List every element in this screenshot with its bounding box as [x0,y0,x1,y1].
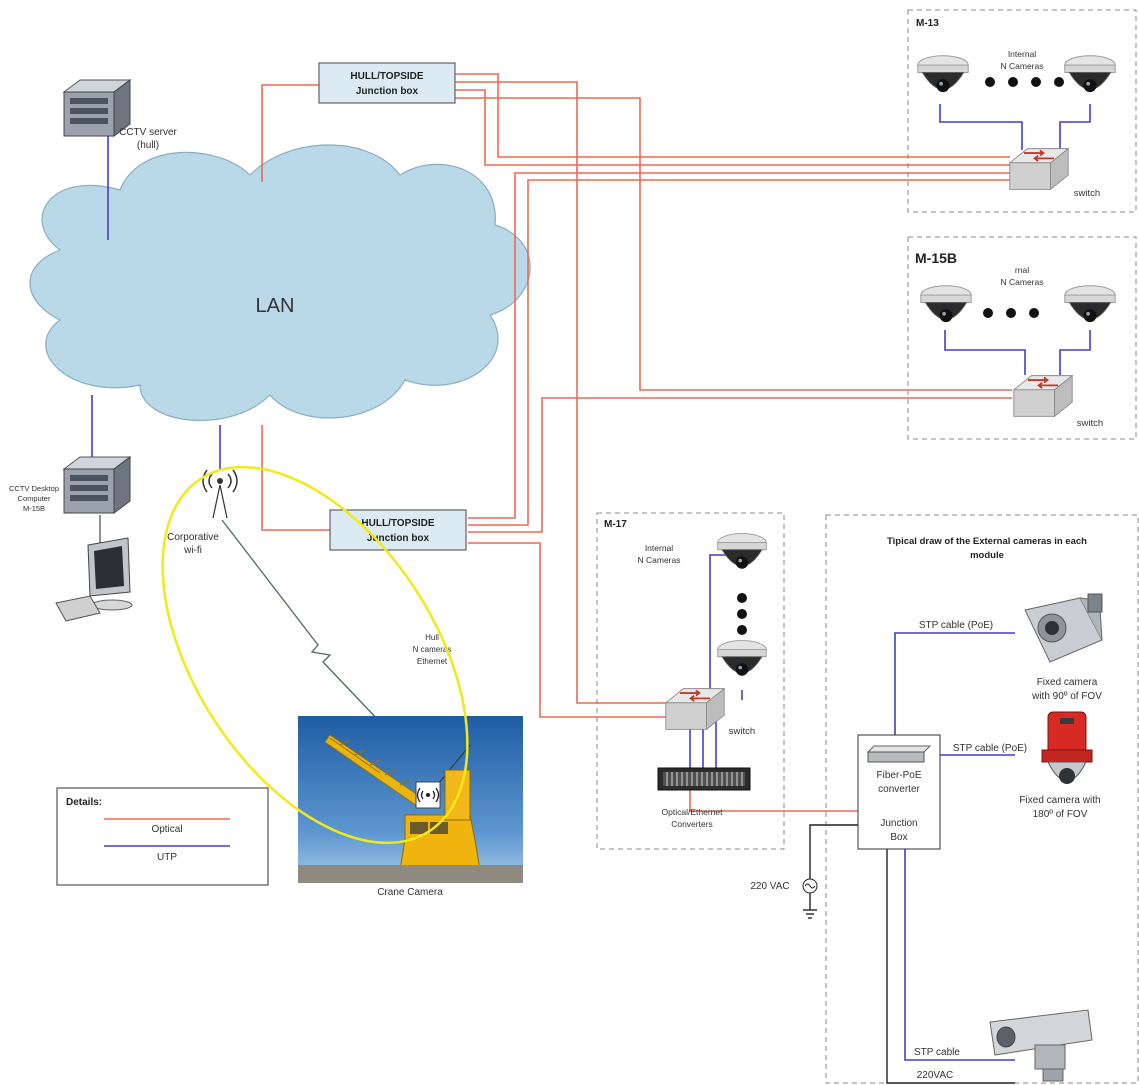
hull-cams-label-1: Hull [425,633,439,642]
desktop-label-1: CCTV Desktop [9,484,59,493]
external-title-1: Tipical draw of the External cameras in … [887,536,1087,547]
m13-cam2-utp [1059,104,1091,150]
bottom-jb-to-m17 [468,542,668,718]
top-jb-to-m17 [455,81,668,704]
details-legend-box [56,787,269,886]
junction-box-bottom-label-2: Junction box [367,533,430,544]
desktop-label-2: Computer [18,494,51,503]
junction-box-bottom-label-1: HULL/TOPSIDE [361,518,434,529]
jbox-label-1: Junction [880,818,917,829]
m17-title: M-17 [604,519,627,530]
wireless-link [221,519,381,723]
cctv-server-label-2: (hull) [137,140,159,151]
bottom-jb-to-m13-a [468,172,1010,519]
m17-camera-bottom-icon [717,640,767,677]
external-title-2: module [970,550,1004,561]
stp-poe-1-link [894,632,1015,735]
m15b-cams-label-2: N Cameras [1001,277,1044,287]
fixed90-label-1: Fixed camera [1037,677,1098,688]
bottom-jb-to-m13-b [468,179,1010,526]
crane-caption: Crane Camera [377,887,443,898]
m13-switch-icon [1008,147,1070,191]
m17-cam-top-utp [709,554,728,690]
details-title: Details: [66,797,102,808]
top-jb-to-m13-b [455,89,1010,166]
cctv-server-label-1: CCTV server [119,127,177,138]
lan-cloud [29,144,531,422]
m15b-title: M-15B [915,250,957,266]
m15b-cam1-utp [944,330,1026,375]
m15b-cams-label-1: rnal [1015,265,1029,275]
wifi-label-2: wi-fi [183,545,202,556]
m13-dots [985,77,1064,87]
ac-wave-icon [804,883,816,889]
desktop-label-3: M-15B [23,504,45,513]
lan-label: LAN [256,295,295,317]
fixed180-label-2: 180º of FOV [1033,809,1088,820]
fixed-camera-180-icon [1041,711,1093,784]
fixed180-label-1: Fixed camera with [1019,795,1100,806]
legend-utp-label: UTP [157,852,177,863]
crane-wifi-highlight [161,465,469,845]
m13-cams-label-1: Internal [1008,49,1036,59]
m13-cams-label-2: N Cameras [1001,61,1044,71]
m13-camera-2-icon [1064,55,1116,93]
m17-dots [737,593,747,635]
fixed-camera-90-icon [1024,593,1103,663]
m15b-switch-icon [1012,374,1074,418]
ptz-camera-icon [989,1009,1093,1082]
wifi-antenna-icon [202,469,238,519]
junction-box-top-label-2: Junction box [356,86,419,97]
m13-switch-label: switch [1074,188,1100,199]
m13-frame [907,9,1137,213]
m13-camera-1-icon [917,55,969,93]
m17-conv-label-1: Optical/Ethernet [662,807,724,817]
stp-poe-label-1: STP cable (PoE) [919,620,993,631]
m13-cam1-utp [939,104,1023,150]
m15b-dots [983,308,1039,318]
vac-left-label: 220 VAC [750,881,789,892]
fiber-label-2: converter [878,784,920,795]
m15b-camera-2-icon [1064,285,1116,323]
jbox-label-2: Box [890,832,907,843]
lan-to-bottom-jb-optical [261,425,330,531]
junction-box-top [318,62,456,104]
power-220vac-bottom [886,848,1015,1084]
wifi-label-1: Corporative [167,532,219,543]
m13-title: M-13 [916,18,939,29]
stp-cable-label: STP cable [914,1047,960,1058]
m17-converters-icon [657,767,751,791]
hull-cams-label-2: N cameras [413,645,452,654]
hull-cams-label-3: Ethernet [417,657,448,666]
lan-to-top-jb-optical [261,84,320,182]
legend-optical-label: Optical [151,824,182,835]
fixed90-label-2: with 90º of FOV [1031,691,1102,702]
m17-camera-top-icon [717,533,767,570]
m17-frame [596,512,785,850]
top-jb-to-m13-a [455,73,1010,158]
power-220vac-left [809,824,858,910]
m17-conv-label-2: Converters [671,819,713,829]
m15b-camera-1-icon [920,285,972,323]
desktop-computer-icon [63,456,131,514]
stp-poe-label-2: STP cable (PoE) [953,743,1027,754]
vac-bottom-label: 220VAC [917,1070,954,1081]
m17-conv-to-external [689,790,858,812]
crane-photo [298,716,523,883]
fiber-label-1: Fiber-PoE [876,770,921,781]
m15b-switch-label: switch [1077,418,1103,429]
stp-cable-link [904,848,1015,1061]
m15b-cam2-utp [1059,330,1091,375]
monitor-icon [55,537,133,622]
fiber-poe-converter-icon [866,745,932,763]
junction-box-top-label-1: HULL/TOPSIDE [350,71,423,82]
m17-switch-label: switch [729,726,755,737]
top-jb-to-m15b [455,97,1012,391]
bottom-jb-to-m15b [468,397,1012,533]
m15b-frame [907,236,1137,440]
m17-cams-label-2: N Cameras [638,555,681,565]
m17-cams-label-1: Internal [645,543,673,553]
